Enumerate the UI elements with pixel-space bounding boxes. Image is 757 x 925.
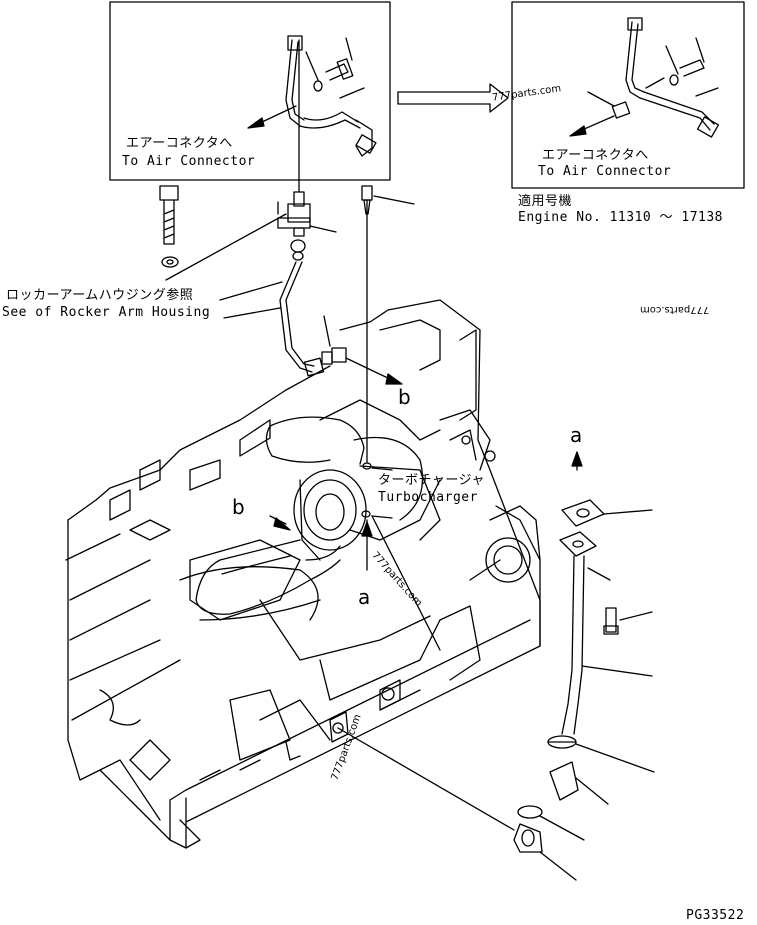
turbocharger-en: Turbocharger (378, 490, 478, 505)
air-connector-en-right: To Air Connector (538, 164, 672, 179)
engine-block (65, 299, 541, 849)
connector-assembly (165, 39, 415, 471)
ref-b-upper: b (398, 385, 412, 409)
transition-arrow (397, 83, 509, 113)
inset-box-left (109, 1, 391, 181)
drawing-number: PG33522 (686, 908, 745, 923)
ref-a-center: a (358, 585, 371, 609)
air-connector-en-left: To Air Connector (122, 154, 256, 169)
ref-a-right: a (570, 423, 583, 447)
oil-drain-assembly (337, 451, 655, 881)
air-connector-ja-right: エアーコネクタへ (542, 148, 649, 163)
applicable-label: 適用号機 (518, 194, 573, 209)
engine-number-range: Engine No. 11310 〜 17138 (518, 210, 724, 225)
leader-lines (219, 281, 283, 301)
bolt-washer (159, 185, 179, 268)
turbocharger-ja: ターボチャージャ (378, 473, 485, 488)
rocker-arm-ja: ロッカーアームハウジング参照 (6, 288, 194, 303)
ref-arrow-a-center (361, 515, 441, 651)
watermark: 777parts.com (640, 304, 710, 315)
turbocharger (195, 416, 441, 615)
air-connector-ja-left: エアーコネクタへ (126, 136, 233, 151)
ref-b-left: b (232, 495, 246, 519)
inset-box-right (511, 1, 745, 189)
rocker-arm-en: See of Rocker Arm Housing (2, 305, 211, 320)
